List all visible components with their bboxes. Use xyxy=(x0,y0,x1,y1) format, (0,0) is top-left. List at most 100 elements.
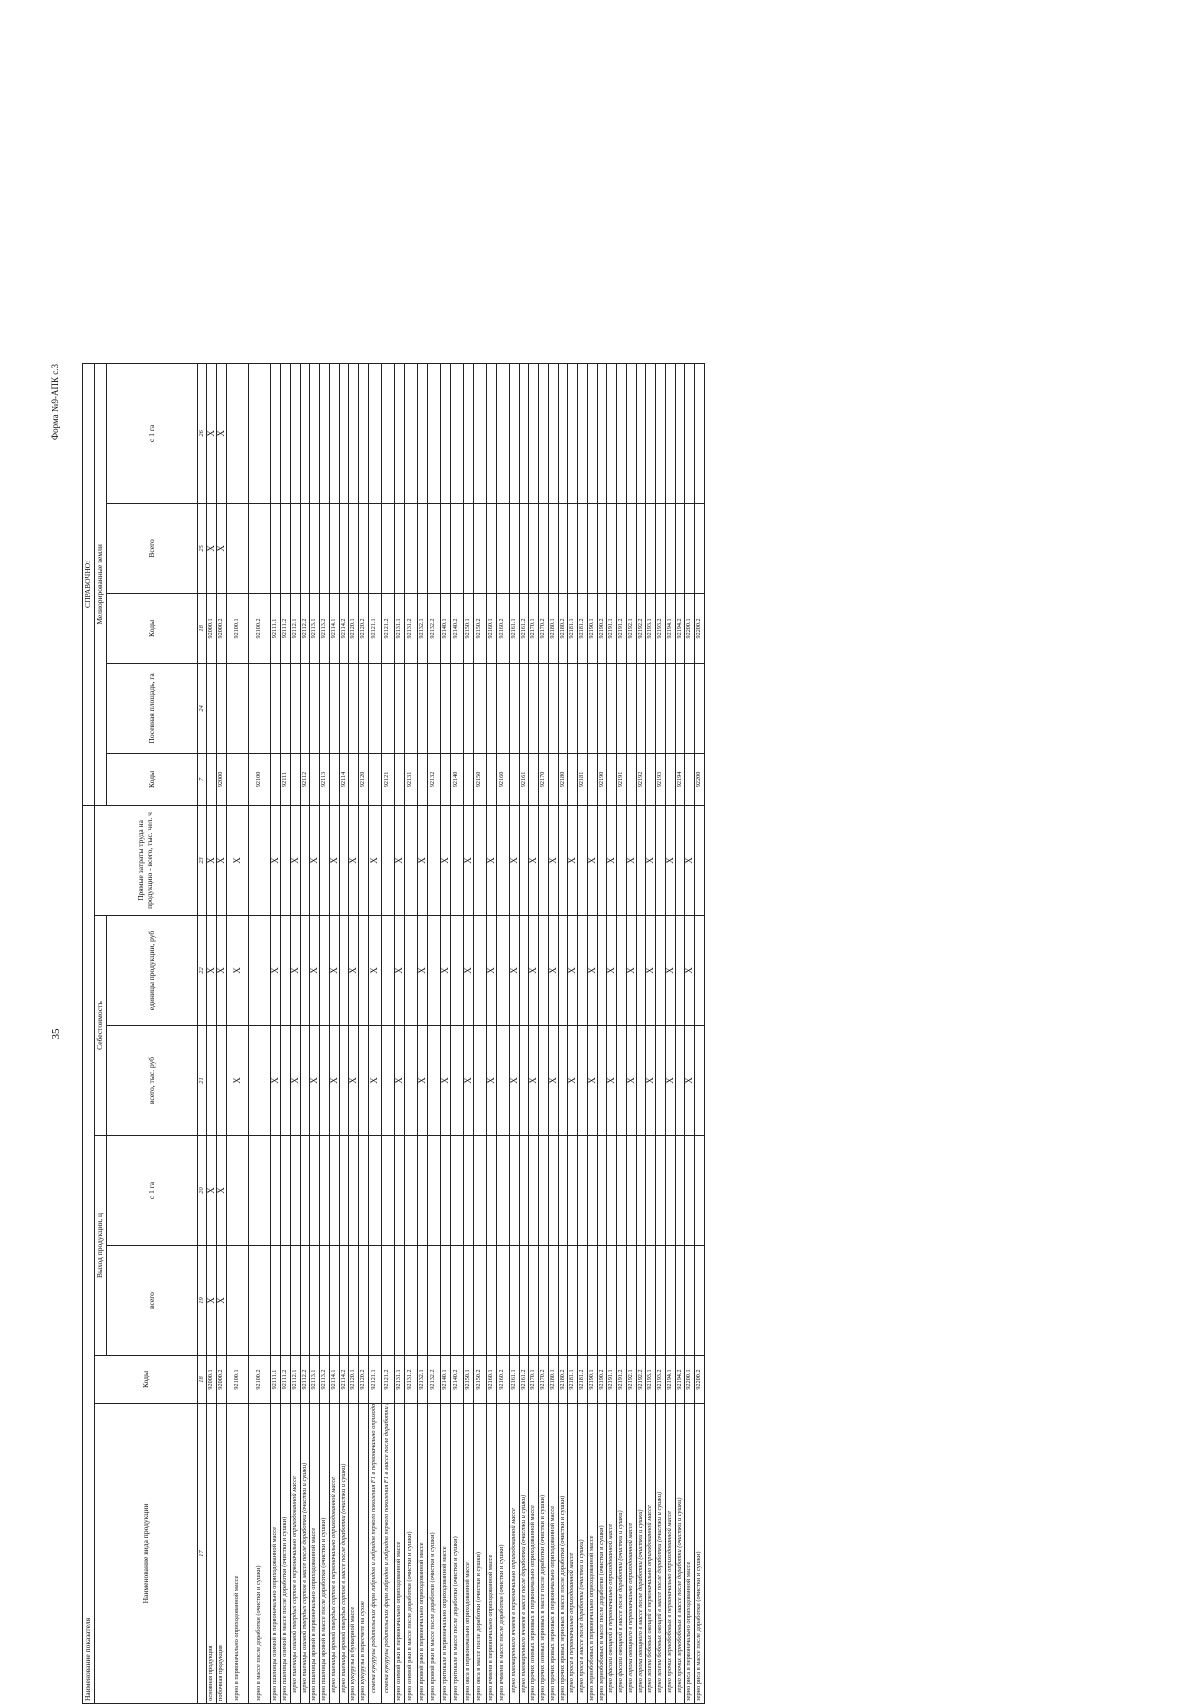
output2-per-ha-cell xyxy=(665,363,675,504)
sown-area-cell xyxy=(616,663,626,754)
table-row: зерно тритикале в массе после доработки … xyxy=(450,363,463,1704)
sown-area-cell xyxy=(694,663,704,754)
code-cell: 92140.2 xyxy=(450,1355,463,1404)
table-row: зерно прочих зернобобовых в первоначальн… xyxy=(665,363,675,1704)
output2-per-ha-cell xyxy=(248,363,271,504)
ref-code-cell: 92192 xyxy=(636,753,646,806)
product-name-cell: зерно риса в массе после доработки (очис… xyxy=(694,1403,704,1704)
table-row: зерно в первоначально оприходованной мас… xyxy=(226,363,249,1704)
value-cell: X xyxy=(463,805,473,916)
column-number: 18 xyxy=(197,593,207,664)
value-cell xyxy=(538,915,548,1026)
output2-total-cell xyxy=(248,503,271,594)
column-number: 20 xyxy=(197,1135,207,1246)
ref-code-cell: 92140 xyxy=(450,753,463,806)
table-row: зерно прочих зернобобовых в массе после … xyxy=(675,363,685,1704)
value-cell: X xyxy=(606,1025,617,1136)
code-cell: 92170.1 xyxy=(528,1355,539,1404)
output2-per-ha-cell: X xyxy=(216,363,227,504)
value-cell xyxy=(626,1135,636,1246)
code2-cell: 92132.2 xyxy=(427,593,440,664)
value-cell: X xyxy=(486,1025,496,1136)
output2-per-ha-cell xyxy=(329,363,339,504)
output2-total-cell: X xyxy=(216,503,227,594)
table-row: зерно зернобобовых в первоначально оприх… xyxy=(587,363,597,1704)
value-cell xyxy=(329,1245,339,1356)
value-cell: X xyxy=(463,915,473,1026)
value-cell: X xyxy=(216,1135,227,1246)
output2-total-cell xyxy=(694,503,704,594)
header-product-name: Наименование вида продукции xyxy=(94,1403,198,1704)
value-cell: X xyxy=(226,915,249,1026)
ref-code-cell: 92200 xyxy=(694,753,704,806)
sown-area-cell xyxy=(558,663,568,754)
value-cell xyxy=(655,915,665,1026)
ref-code-cell: 92161 xyxy=(519,753,529,806)
ref-code-cell: 92114 xyxy=(339,753,349,806)
code2-cell: 92114.1 xyxy=(329,593,339,664)
table-row: зерно ячменя в массе после доработки (оч… xyxy=(496,363,509,1704)
ref-code-cell: 92160 xyxy=(496,753,509,806)
output2-total-cell xyxy=(309,503,320,594)
ref-code-cell: 92150 xyxy=(473,753,486,806)
value-cell xyxy=(538,805,548,916)
sown-area-cell xyxy=(577,663,587,754)
output2-per-ha-cell xyxy=(538,363,548,504)
value-cell xyxy=(587,1135,597,1246)
code-cell: 92131.2 xyxy=(404,1355,417,1404)
code-cell: 92194.1 xyxy=(665,1355,675,1404)
sown-area-cell xyxy=(665,663,675,754)
table-row: зерно пивоваренного ячменя в массе после… xyxy=(519,363,529,1704)
value-cell xyxy=(558,1025,568,1136)
value-cell: X xyxy=(509,915,519,1026)
sown-area-cell xyxy=(358,663,368,754)
ref-code-cell xyxy=(463,753,473,806)
value-cell xyxy=(368,1245,381,1356)
table-row: зерно пшеницы озимой в массе после дораб… xyxy=(280,363,290,1704)
sown-area-cell xyxy=(309,663,320,754)
value-cell xyxy=(339,1135,349,1246)
value-cell xyxy=(577,1245,587,1356)
value-cell xyxy=(348,1135,359,1246)
code-cell: 92111.2 xyxy=(280,1355,290,1404)
value-cell: X xyxy=(509,1025,519,1136)
column-number: 23 xyxy=(197,805,207,916)
output2-per-ha-cell xyxy=(486,363,496,504)
output2-per-ha-cell xyxy=(348,363,359,504)
code2-cell: 92161.2 xyxy=(519,593,529,664)
value-cell xyxy=(548,1135,558,1246)
value-cell: X xyxy=(626,1025,636,1136)
table-row: зерно пшеницы яровой твердых сортов в ма… xyxy=(339,363,349,1704)
output2-total-cell xyxy=(348,503,359,594)
value-cell: X xyxy=(548,1025,558,1136)
value-cell xyxy=(339,1245,349,1356)
header-codes: Коды xyxy=(94,1355,198,1404)
code-cell: 92000.1 xyxy=(206,1355,217,1404)
ref-code-cell xyxy=(684,753,695,806)
value-cell: X xyxy=(486,915,496,1026)
code2-cell: 92191.1 xyxy=(606,593,617,664)
product-name-cell: зерно ячменя в первоначально оприходован… xyxy=(486,1403,496,1704)
output2-total-cell xyxy=(558,503,568,594)
product-name-cell: зерно пивоваренного ячменя в массе после… xyxy=(519,1403,529,1704)
value-cell xyxy=(329,1135,339,1246)
output2-per-ha-cell xyxy=(597,363,607,504)
code2-cell: 92113.1 xyxy=(309,593,320,664)
product-name-cell: зерно пшеницы озимой в массе после дораб… xyxy=(280,1403,290,1704)
value-cell xyxy=(558,1135,568,1246)
value-cell xyxy=(636,805,646,916)
code2-cell: 92113.2 xyxy=(319,593,329,664)
value-cell xyxy=(290,1135,300,1246)
value-cell xyxy=(528,1135,539,1246)
code-cell: 92200.1 xyxy=(684,1355,695,1404)
header-total2: Всего xyxy=(106,503,198,594)
value-cell xyxy=(684,1135,695,1246)
code-cell: 92132.2 xyxy=(427,1355,440,1404)
code2-cell: 92121.2 xyxy=(381,593,394,664)
output2-total-cell xyxy=(394,503,404,594)
output2-total-cell xyxy=(450,503,463,594)
product-name-cell: побочная продукция xyxy=(216,1403,227,1704)
code2-cell: 92192.1 xyxy=(626,593,636,664)
sown-area-cell xyxy=(655,663,665,754)
